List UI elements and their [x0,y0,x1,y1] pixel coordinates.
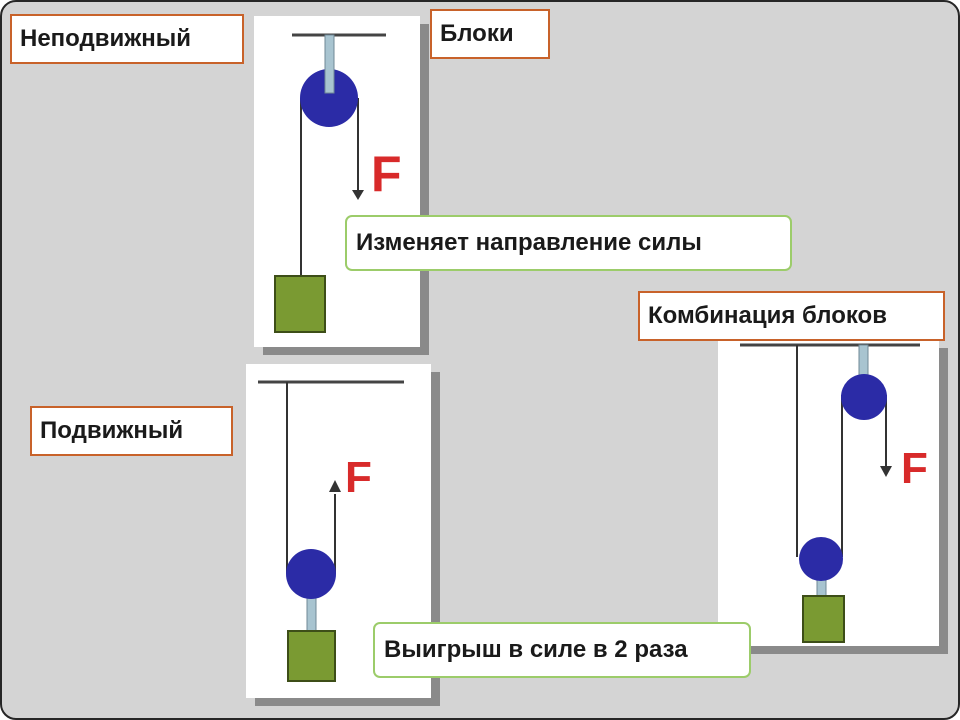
movable-pulley-diagram: F [258,380,404,682]
weight-block [287,630,336,682]
pulley-axle-top [324,34,335,94]
force-arrow-head [880,466,892,477]
movable-pulley-note: Выигрыш в силе в 2 раза [373,622,751,678]
fixed-pulley-diagram: F [274,33,402,333]
pulley-wheel [286,549,336,599]
fixed-pulley-note: Изменяет направление силы [345,215,792,271]
force-label: F [371,146,402,202]
fixed-pulley-label: Неподвижный [10,14,244,64]
weight-block [802,595,845,643]
force-arrow-head [329,480,341,492]
upper-pulley-wheel [841,374,887,420]
fixed-pulley-panel: F [254,16,420,347]
combination-diagram: F [740,343,928,643]
pulley-wheel [300,69,358,127]
movable-pulley-label: Подвижный [30,406,233,456]
force-label: F [901,444,928,493]
combination-panel: F [718,340,939,646]
title-label: Блоки [430,9,550,59]
weight-block [274,275,326,333]
lower-pulley-wheel [799,537,843,581]
combination-label: Комбинация блоков [638,291,945,341]
force-label: F [345,453,372,502]
force-arrow-head [352,190,364,200]
